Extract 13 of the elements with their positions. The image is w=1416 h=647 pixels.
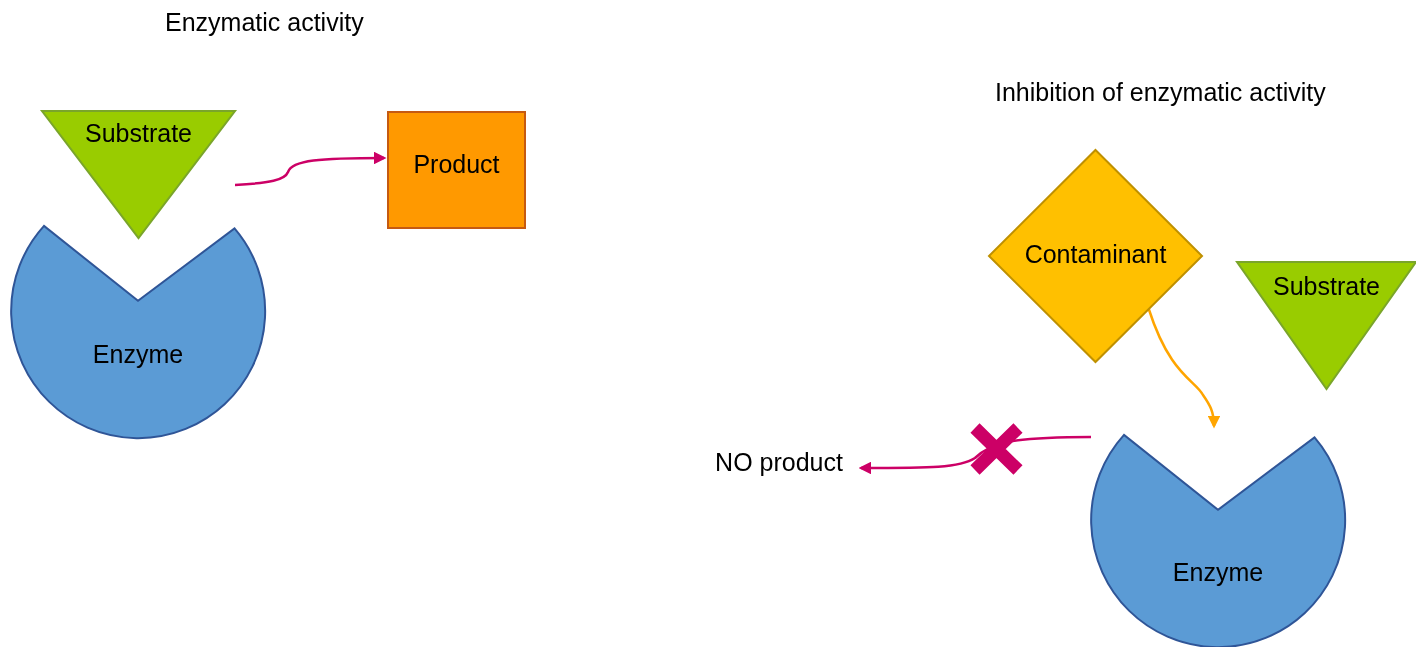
node-label: Contaminant bbox=[1023, 240, 1168, 269]
section-heading: Enzymatic activity bbox=[165, 8, 364, 37]
triangle-shape bbox=[1237, 262, 1416, 389]
node-label: Enzyme bbox=[1171, 558, 1265, 587]
section-heading: Inhibition of enzymatic activity bbox=[995, 78, 1326, 107]
square-shape bbox=[388, 112, 525, 228]
node-label: Substrate bbox=[1272, 272, 1381, 301]
triangle-shape bbox=[42, 111, 235, 238]
diamond-shape bbox=[989, 150, 1202, 362]
node-label: Enzyme bbox=[91, 340, 185, 369]
result-text: NO product bbox=[714, 448, 844, 477]
node-label: Product bbox=[412, 150, 501, 179]
node-label: Substrate bbox=[84, 119, 193, 148]
